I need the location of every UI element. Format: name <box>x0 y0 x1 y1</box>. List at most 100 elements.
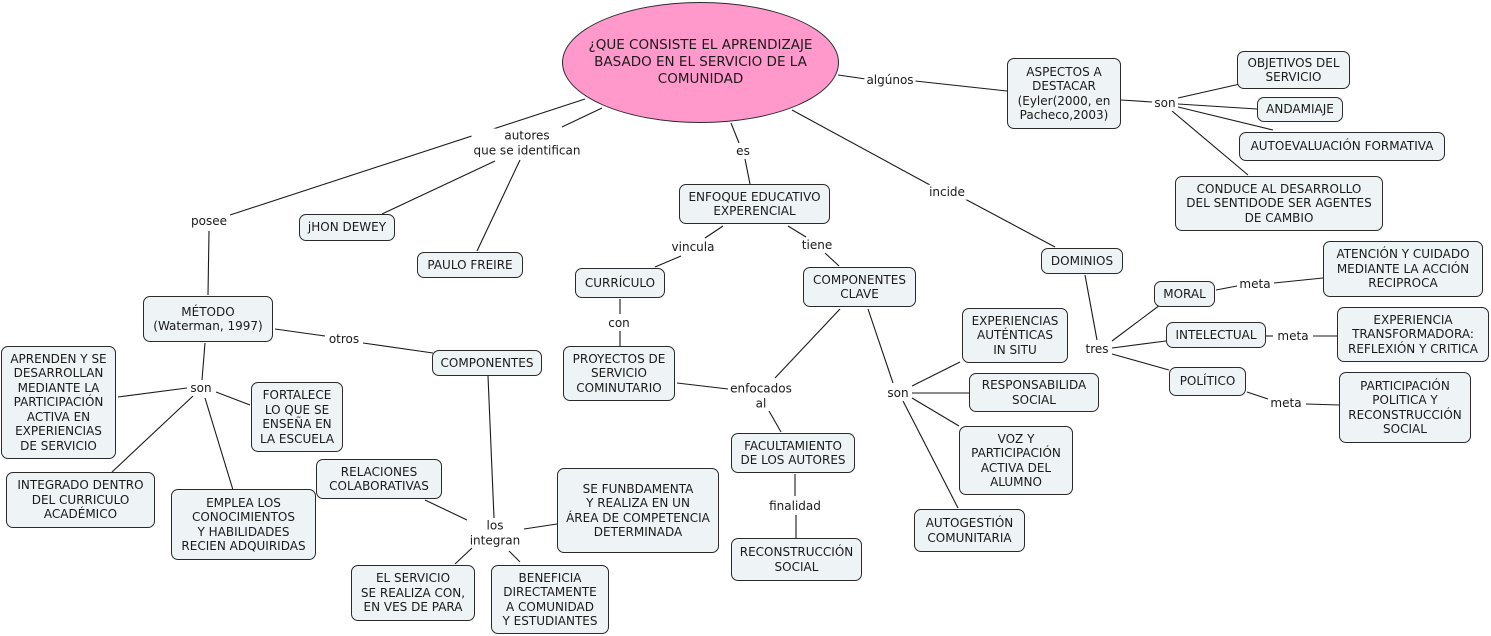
edge <box>508 550 521 563</box>
edge <box>787 225 807 238</box>
node-relaciones-colaborativas[interactable]: RELACIONES COLABORATIVAS <box>316 459 442 499</box>
edge <box>201 342 206 381</box>
node-autoevaluacion-formativa[interactable]: AUTOEVALUACIÓN FORMATIVA <box>1239 132 1445 161</box>
node-intelectual[interactable]: INTELECTUAL <box>1166 322 1266 348</box>
node-enfoque-educativo[interactable]: ENFOQUE EDUCATIVO EXPERENCIAL <box>679 184 830 224</box>
edge <box>561 107 603 128</box>
edge <box>676 382 729 390</box>
node-componentes[interactable]: COMPONENTES <box>432 350 542 376</box>
node-participacion-politica[interactable]: PARTICIPACIÓN POLITICA Y RECONSTRUCCIÓN … <box>1339 372 1471 443</box>
node-atencion-y-cuidado[interactable]: ATENCIÓN Y CUIDADO MEDIANTE LA ACCIÓN RE… <box>1323 241 1483 297</box>
node-experiencia-transformadora[interactable]: EXPERIENCIA TRANSFORMADORA: REFLEXIÓN Y … <box>1337 307 1489 362</box>
node-responsabilidad-social[interactable]: RESPONSABILIDA SOCIAL <box>969 373 1099 412</box>
edge <box>1177 106 1274 131</box>
link-con: con <box>606 315 632 331</box>
edge <box>704 225 724 239</box>
node-aspectos-a-destacar[interactable]: ASPECTOS A DESTACAR (Eyler(2000, en Pach… <box>1007 58 1121 129</box>
edge <box>207 230 210 296</box>
edge <box>964 198 1056 248</box>
edge <box>424 499 468 521</box>
link-algunos: algúnos <box>864 72 916 88</box>
root-concept[interactable]: ¿QUE CONSISTE EL APRENDIZAJE BASADO EN E… <box>562 2 839 123</box>
node-jhon-dewey[interactable]: jHON DEWEY <box>299 214 395 241</box>
edge <box>1111 304 1161 342</box>
edge <box>1273 277 1324 284</box>
edge <box>654 255 682 268</box>
node-moral[interactable]: MORAL <box>1154 281 1215 307</box>
node-paulo-freire[interactable]: PAULO FREIRE <box>417 252 523 278</box>
node-dominios[interactable]: DOMINIOS <box>1041 248 1123 274</box>
edge <box>1120 99 1153 103</box>
link-posee: posee <box>189 213 229 229</box>
node-autogestion-comunitaria[interactable]: AUTOGESTIÓN COMUNITARIA <box>914 509 1025 552</box>
node-integrado-dentro[interactable]: INTEGRADO DENTRO DEL CURRICULO ACADÉMICO <box>6 472 155 528</box>
node-facultamiento[interactable]: FACULTAMIENTO DE LOS AUTORES <box>731 433 855 473</box>
edge <box>229 98 586 216</box>
edge <box>911 361 961 387</box>
link-vincula: vincula <box>669 239 717 255</box>
link-son-aspectos: son <box>1152 95 1178 111</box>
node-curriculo[interactable]: CURRÍCULO <box>575 268 665 298</box>
link-finalidad: finalidad <box>767 498 823 514</box>
node-conduce-al-desarrollo[interactable]: CONDUCE AL DESARROLLO DEL SENTIDODE SER … <box>1175 176 1383 231</box>
node-aprenden-y-se-desarrollan[interactable]: APRENDEN Y SE DESARROLLAN MEDIANTE LA PA… <box>1 346 116 459</box>
node-emplea-los-conocimientos[interactable]: EMPLEA LOS CONOCIMIENTOS Y HABILIDADES R… <box>171 489 316 560</box>
edge <box>274 328 326 337</box>
node-metodo-waterman[interactable]: MÉTODO (Waterman, 1997) <box>143 296 273 342</box>
node-experiencias-autenticas[interactable]: EXPERIENCIAS AUTÉNTICAS IN SITU <box>962 308 1068 363</box>
edge <box>523 523 558 530</box>
link-incide: incide <box>927 184 967 200</box>
edge <box>867 308 894 384</box>
edge <box>837 74 867 80</box>
link-meta-intelectual: meta <box>1275 328 1311 344</box>
link-meta-moral: meta <box>1237 276 1273 292</box>
edge <box>1305 403 1340 406</box>
edge <box>911 397 960 427</box>
node-andamiaje[interactable]: ANDAMIAJE <box>1257 97 1343 122</box>
node-politico[interactable]: POLÍTICO <box>1169 367 1246 396</box>
node-fortalece[interactable]: FORTALECE LO QUE SE ENSEÑA EN LA ESCUELA <box>251 382 343 452</box>
link-tiene: tiene <box>799 237 835 253</box>
node-voz-y-participacion[interactable]: VOZ Y PARTICIPACIÓN ACTIVA DEL ALUMNO <box>959 426 1073 495</box>
node-se-fundamenta[interactable]: SE FUNBDAMENTA Y REALIZA EN UN ÁREA DE C… <box>557 468 719 553</box>
edge <box>1215 285 1238 291</box>
link-meta-politico: meta <box>1268 395 1304 411</box>
link-son-componentes: son <box>885 385 911 401</box>
edge <box>204 397 234 491</box>
link-tres: tres <box>1083 341 1111 357</box>
node-componentes-clave[interactable]: COMPONENTES CLAVE <box>803 267 916 307</box>
edge <box>791 109 931 186</box>
edge <box>1177 83 1241 99</box>
edge <box>1111 340 1167 349</box>
edge <box>381 160 496 215</box>
edge <box>744 158 751 185</box>
edge <box>476 159 521 252</box>
edge <box>454 547 473 565</box>
edge <box>487 375 495 519</box>
node-beneficia[interactable]: BENEFICIA DIRECTAMENTE A COMUNIDAD Y EST… <box>491 565 609 634</box>
edge <box>215 391 251 406</box>
edge <box>111 395 194 473</box>
edge <box>362 342 434 354</box>
link-autores: autores que se identifican <box>471 128 583 158</box>
node-reconstruccion-social[interactable]: RECONSTRUCCIÓN SOCIAL <box>731 538 862 581</box>
link-son-metodo: son <box>188 380 214 396</box>
link-enfocados-al: enfocados al <box>728 381 794 411</box>
edge <box>1111 353 1170 371</box>
node-objetivos-del-servicio[interactable]: OBJETIVOS DEL SERVICIO <box>1237 51 1350 89</box>
link-es: es <box>734 143 752 159</box>
edge <box>768 410 782 433</box>
edge <box>774 308 841 379</box>
node-proyectos-de-servicio[interactable]: PROYECTOS DE SERVICIO COMINUTARIO <box>563 346 675 401</box>
edge <box>730 122 740 144</box>
edge <box>1246 391 1269 400</box>
edge <box>914 80 1008 92</box>
edge <box>1171 110 1249 176</box>
link-los-integran: los integran <box>467 518 523 548</box>
node-el-servicio[interactable]: EL SERVICIO SE REALIZA CON, EN VES DE PA… <box>351 565 475 621</box>
edge <box>824 252 840 267</box>
edge <box>902 400 959 509</box>
edge <box>117 387 188 398</box>
edge <box>1177 103 1258 110</box>
